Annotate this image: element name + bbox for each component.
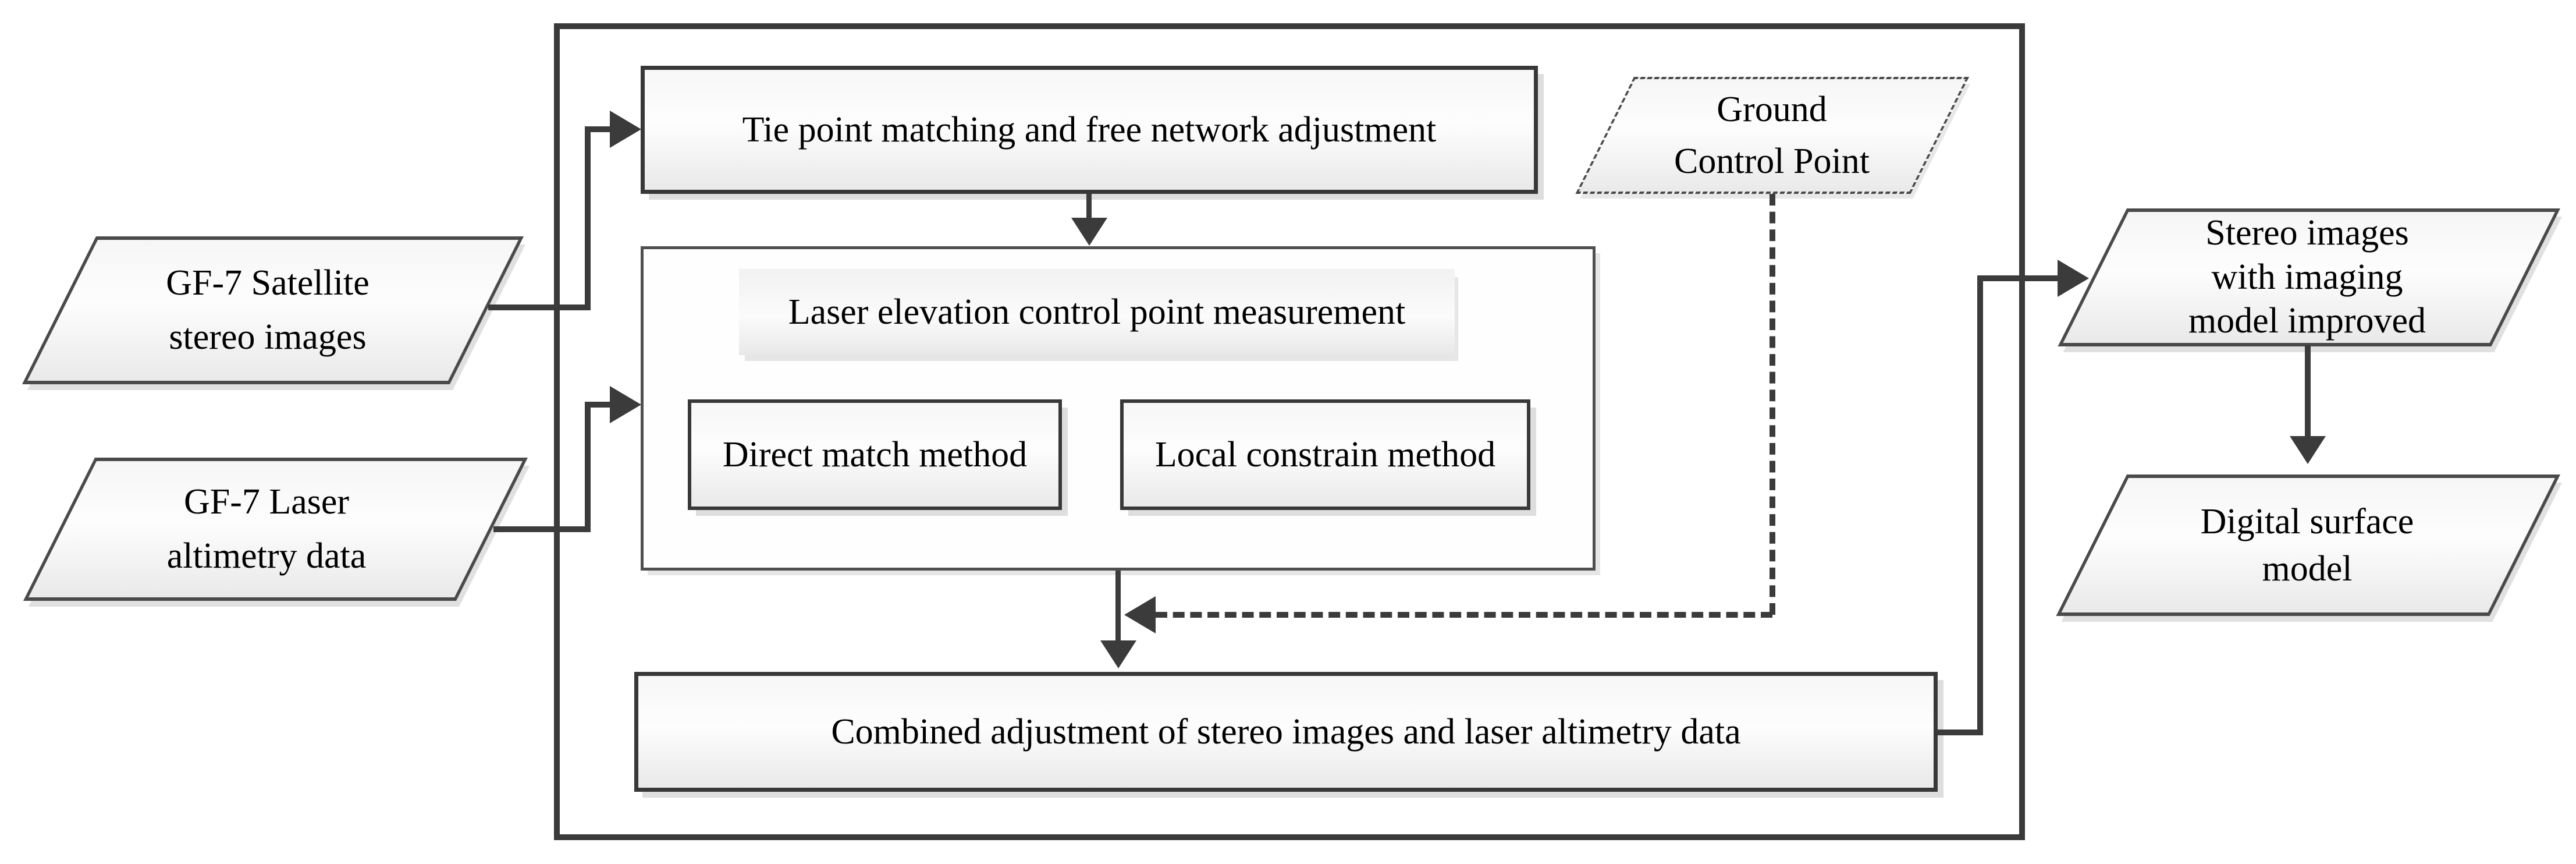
node-satellite-input-line1: GF-7 Satellite — [166, 263, 369, 303]
node-gcp-line1: Ground — [1717, 90, 1827, 130]
node-ground-control-point-label: Ground Control Point — [1589, 77, 1955, 194]
node-combined-adjustment-text: Combined adjustment of stereo images and… — [831, 711, 1741, 752]
node-laser-input-line1: GF-7 Laser — [183, 482, 350, 522]
node-satellite-input-label: GF-7 Satellite stereo images — [47, 236, 489, 384]
arrowhead-measurement-to-combined — [1100, 640, 1136, 668]
node-stereo-output-line1: Stereo images — [2205, 213, 2409, 253]
connector-combined-into-stereo — [1983, 275, 2059, 281]
connector-laser-into-container — [591, 402, 612, 408]
node-laser-measurement-text: Laser elevation control point measuremen… — [788, 292, 1406, 332]
connector-combined-stub — [1938, 730, 1983, 735]
outer-processing-frame — [554, 23, 2025, 840]
connector-satellite-horizontal — [488, 304, 588, 310]
node-dsm-line1: Digital surface — [2200, 501, 2414, 541]
node-local-constrain-text: Local constrain method — [1154, 434, 1496, 475]
arrowhead-stereo-to-dsm — [2290, 436, 2326, 464]
connector-satellite-into-tie — [591, 126, 612, 132]
node-local-constrain: Local constrain method — [1120, 399, 1530, 510]
node-stereo-output-label: Stereo images with imaging model improve… — [2069, 208, 2546, 346]
node-tie-point: Tie point matching and free network adju… — [641, 66, 1538, 194]
dashed-connector-gcp-vertical — [1770, 194, 1775, 615]
node-laser-measurement-label-band: Laser elevation control point measuremen… — [739, 269, 1455, 355]
node-laser-input-label: GF-7 Laser altimetry data — [45, 458, 488, 601]
node-laser-input-line2: altimetry data — [166, 536, 367, 576]
node-combined-adjustment: Combined adjustment of stereo images and… — [634, 672, 1938, 792]
node-tie-point-text: Tie point matching and free network adju… — [742, 109, 1437, 150]
node-stereo-output-line2: with imaging — [2211, 257, 2403, 297]
node-direct-match-text: Direct match method — [722, 434, 1028, 475]
node-dsm-line2: model — [2262, 548, 2353, 589]
dashed-connector-gcp-horizontal — [1156, 612, 1772, 618]
node-stereo-output-line3: model improved — [2188, 301, 2426, 341]
connector-combined-vertical-up — [1977, 275, 1983, 735]
connector-measurement-to-combined — [1115, 571, 1121, 642]
connector-satellite-vertical — [585, 126, 591, 310]
node-satellite-input-line2: stereo images — [169, 317, 367, 357]
node-digital-surface-model-label: Digital surface model — [2069, 475, 2546, 616]
connector-tie-to-measurement — [1086, 194, 1092, 219]
arrowhead-into-laser-measurement — [610, 386, 641, 423]
node-gcp-line2: Control Point — [1674, 141, 1870, 181]
connector-laser-vertical — [585, 402, 591, 532]
arrowhead-tie-to-measurement — [1071, 218, 1107, 246]
arrowhead-gcp-dashed — [1124, 596, 1156, 633]
connector-stereo-to-dsm — [2305, 345, 2311, 437]
connector-laser-horizontal — [493, 526, 588, 532]
arrowhead-into-stereo-output — [2058, 260, 2089, 297]
node-direct-match: Direct match method — [688, 399, 1062, 510]
arrowhead-into-tie-point — [610, 111, 641, 148]
